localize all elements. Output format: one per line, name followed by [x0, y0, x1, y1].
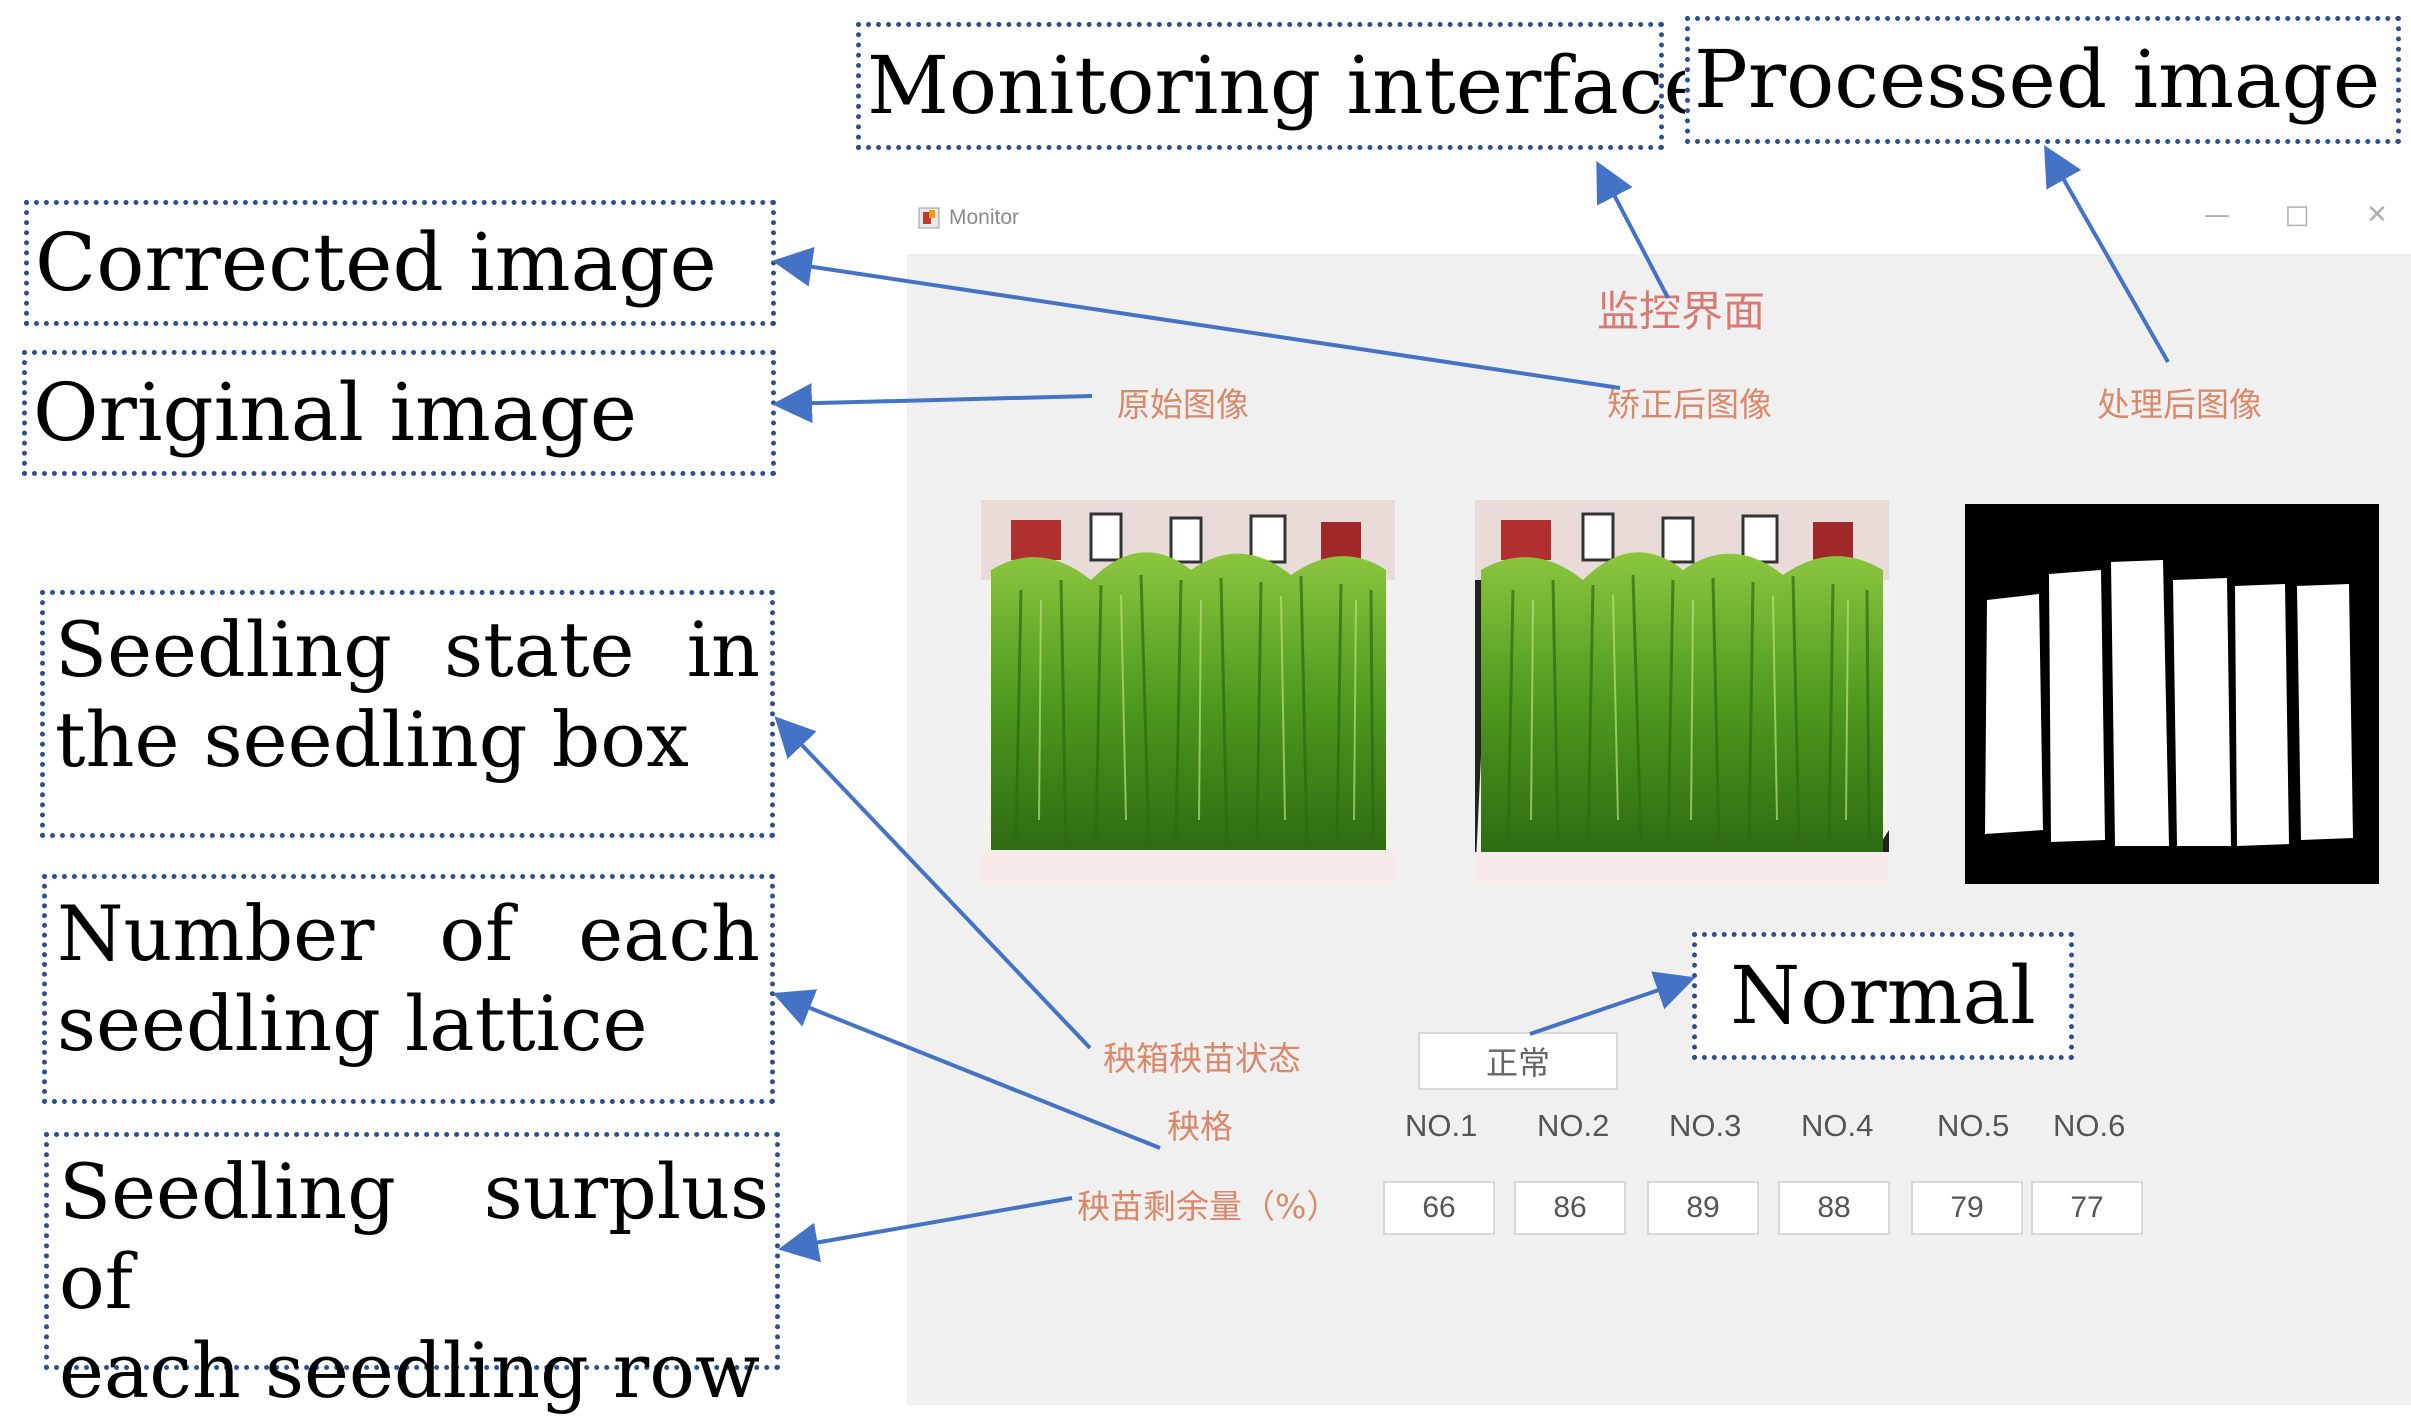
callout-text: Processed image — [1694, 32, 2381, 126]
seedling-state-field[interactable]: 正常 — [1418, 1032, 1618, 1090]
seedling-surplus-label: 秧苗剩余量（%） — [1077, 1187, 1340, 1226]
callout-line: each seedling row — [59, 1326, 761, 1416]
lattice-number-5: NO.5 — [1937, 1108, 2010, 1143]
arrow-lattice-number — [772, 989, 1161, 1150]
corrected-image-callout: Corrected image — [24, 200, 776, 326]
callout-line: the seedling box — [55, 694, 689, 784]
seedling-surplus-callout: Seedling surplus of each seedling row — [44, 1132, 780, 1415]
seedling-lattice-label: 秧格 — [1167, 1107, 1233, 1146]
callout-text: Monitoring interface — [867, 38, 1711, 132]
callout-text: Normal — [1730, 948, 2036, 1042]
corrected-image-label: 矫正后图像 — [1607, 385, 1772, 424]
minimize-icon[interactable]: — — [2204, 200, 2230, 230]
maximize-icon[interactable]: □ — [2284, 200, 2310, 230]
page-title: 监控界面 — [1597, 287, 1766, 336]
processed-image-label: 处理后图像 — [2097, 385, 2262, 424]
lattice-number-3: NO.3 — [1669, 1108, 1742, 1143]
lattice-number-6: NO.6 — [2053, 1108, 2126, 1143]
original-image-callout: Original image — [22, 350, 776, 476]
arrow-monitoring-interface — [1596, 160, 1670, 299]
callout-line: Seedling state in — [55, 605, 760, 694]
processed-image — [1965, 504, 2379, 884]
callout-line: seedling lattice — [57, 978, 648, 1068]
surplus-value-3[interactable]: 89 — [1647, 1181, 1759, 1235]
monitor-app-icon — [918, 207, 940, 229]
monitoring-interface-callout: Monitoring interface — [856, 22, 1711, 150]
monitor-window: Monitor — □ ✕ 监控界面 原始图像 矫正后图像 处理后图像 — [907, 190, 2411, 1405]
lattice-number-callout: Number of each seedling lattice — [42, 874, 775, 1104]
callout-text: Original image — [33, 365, 638, 459]
surplus-value-1[interactable]: 66 — [1383, 1181, 1495, 1235]
processed-image-callout: Processed image — [1685, 16, 2401, 144]
original-image — [981, 500, 1395, 884]
lattice-number-1: NO.1 — [1405, 1108, 1478, 1143]
corrected-image — [1475, 500, 1889, 884]
window-title: Monitor — [949, 206, 1020, 229]
normal-callout: Normal — [1692, 932, 2074, 1060]
seedling-state-callout: Seedling state in the seedling box — [40, 590, 775, 838]
surplus-value-2[interactable]: 86 — [1514, 1181, 1626, 1235]
window-titlebar: Monitor — □ ✕ — [907, 190, 2411, 254]
original-image-label: 原始图像 — [1117, 385, 1249, 424]
lattice-number-2: NO.2 — [1537, 1108, 1610, 1143]
surplus-value-4[interactable]: 88 — [1778, 1181, 1890, 1235]
arrow-processed-image — [2044, 145, 2170, 363]
arrow-original-image — [772, 383, 1093, 424]
surplus-value-6[interactable]: 77 — [2031, 1181, 2143, 1235]
callout-line: Seedling surplus of — [59, 1147, 769, 1326]
callout-line: Number of each — [57, 889, 760, 978]
close-icon[interactable]: ✕ — [2366, 200, 2388, 230]
arrow-seedling-surplus — [778, 1196, 1073, 1263]
arrow-normal — [1529, 971, 1696, 1036]
callout-text: Corrected image — [35, 215, 717, 309]
surplus-value-5[interactable]: 79 — [1911, 1181, 2023, 1235]
seedling-state-label: 秧箱秧苗状态 — [1103, 1039, 1301, 1078]
arrow-seedling-state — [774, 716, 1092, 1050]
arrow-corrected-image — [772, 246, 1621, 390]
lattice-number-4: NO.4 — [1801, 1108, 1874, 1143]
